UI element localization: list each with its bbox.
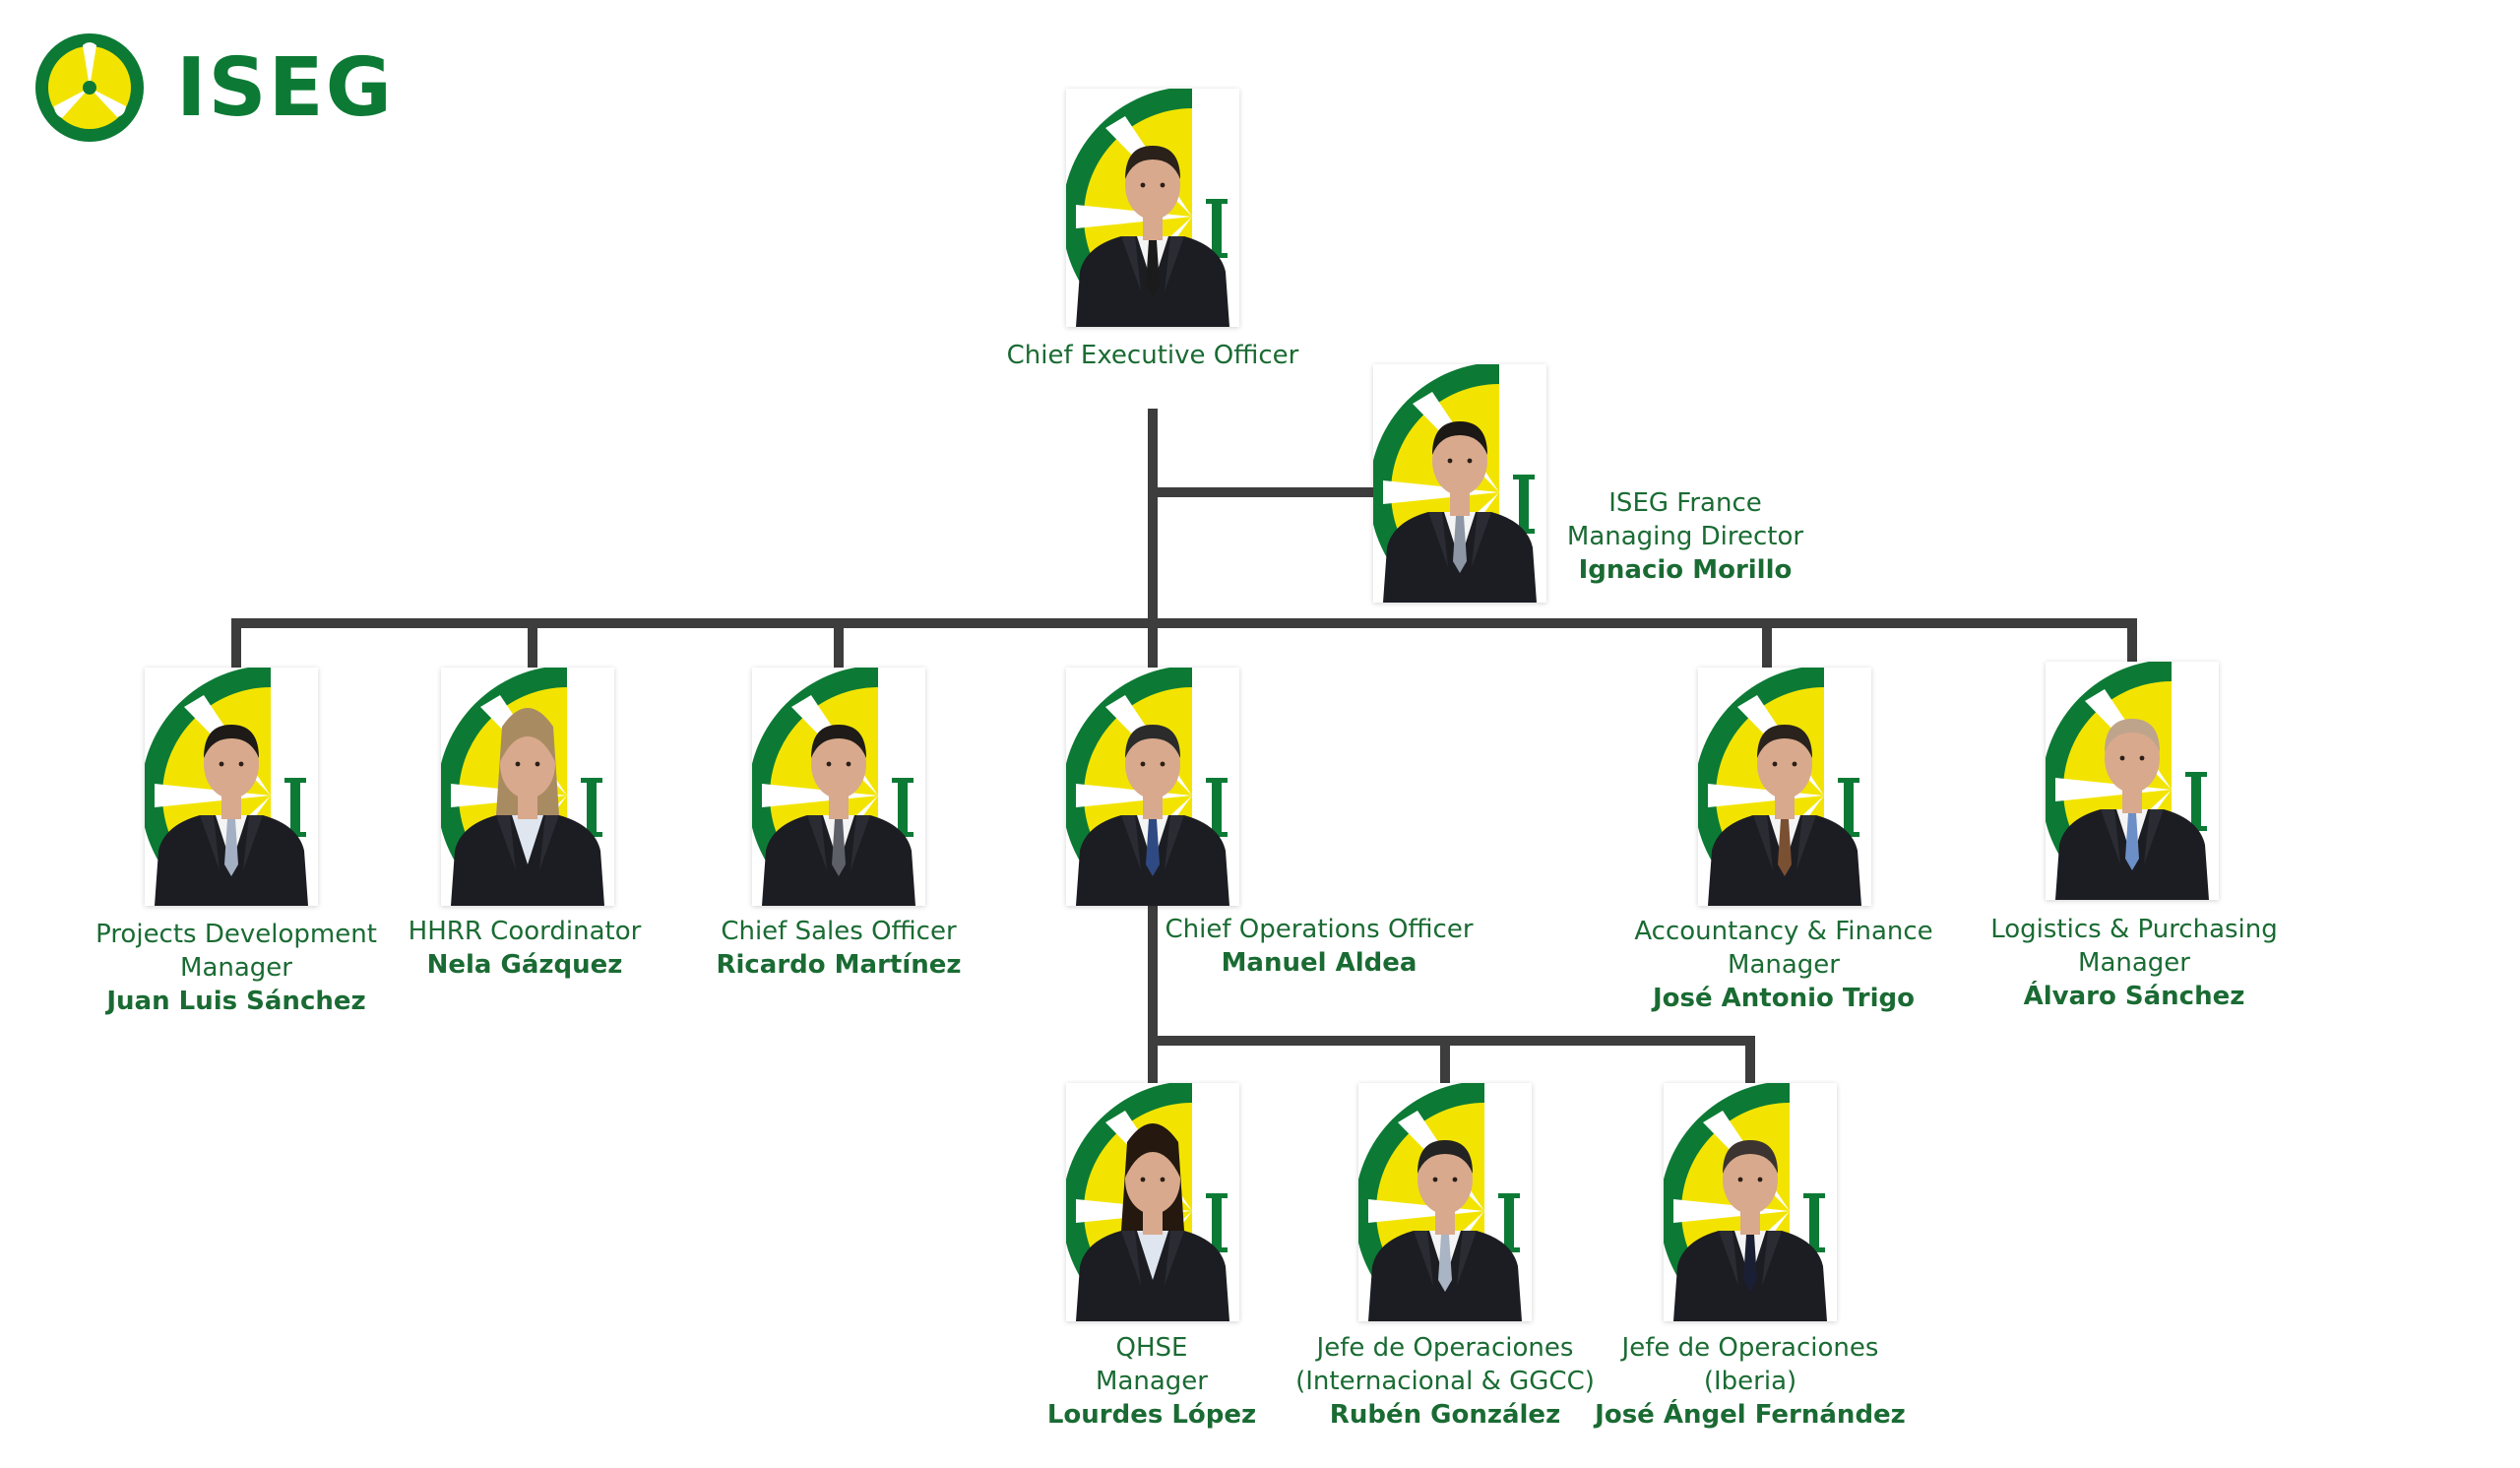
role-title: Jefe de Operaciones bbox=[1621, 1333, 1879, 1363]
caption-ops-iberia: Jefe de Operaciones (Iberia) José Ángel Fe… bbox=[1583, 1331, 1918, 1432]
caption-ops-intl: Jefe de Operaciones (Internacional & GGCC… bbox=[1278, 1331, 1612, 1432]
caption-ceo: Chief Executive Officer bbox=[985, 339, 1320, 372]
portrait-projects bbox=[145, 668, 318, 906]
role-title: QHSE bbox=[1115, 1333, 1188, 1363]
person-name: Rubén González bbox=[1329, 1400, 1561, 1430]
iseg-logo-icon bbox=[35, 33, 144, 142]
person-silhouette bbox=[1383, 421, 1537, 603]
portrait-ops-intl bbox=[1358, 1083, 1532, 1321]
portrait-qhse bbox=[1066, 1083, 1239, 1321]
person-name: Ricardo Martínez bbox=[716, 950, 962, 980]
role-title: Logistics & Purchasing bbox=[1990, 915, 2278, 944]
role-title: Projects Development bbox=[95, 920, 377, 949]
role-title: Chief Sales Officer bbox=[721, 917, 957, 946]
role-title: ISEG France bbox=[1608, 488, 1762, 518]
portrait-hhrr bbox=[441, 668, 614, 906]
person-name: José Antonio Trigo bbox=[1652, 984, 1916, 1013]
role-title: Manager bbox=[1728, 950, 1840, 980]
person-name: Álvaro Sánchez bbox=[2023, 982, 2245, 1011]
iseg-logo: ISEG bbox=[33, 32, 392, 146]
portrait-ops-iberia bbox=[1664, 1083, 1837, 1321]
portrait-france-md bbox=[1373, 364, 1546, 603]
role-title: Manager bbox=[1096, 1367, 1208, 1396]
role-title: Chief Operations Officer bbox=[1165, 915, 1474, 944]
portrait-logistics bbox=[2046, 662, 2219, 900]
person-silhouette bbox=[762, 725, 915, 906]
person-name: Ignacio Morillo bbox=[1578, 555, 1793, 585]
portrait-cso bbox=[752, 668, 925, 906]
person-silhouette bbox=[1708, 725, 1861, 906]
role-title: Chief Executive Officer bbox=[1006, 341, 1299, 370]
person-silhouette bbox=[1076, 146, 1229, 327]
role-title: Manager bbox=[2078, 948, 2190, 978]
person-silhouette bbox=[451, 708, 604, 906]
person-silhouette bbox=[1673, 1140, 1827, 1321]
role-title: (Iberia) bbox=[1703, 1367, 1797, 1396]
portrait-ceo bbox=[1066, 89, 1239, 327]
person-name: Manuel Aldea bbox=[1221, 948, 1418, 978]
person-name: Lourdes López bbox=[1046, 1400, 1257, 1430]
role-title: (Internacional & GGCC) bbox=[1295, 1367, 1595, 1396]
person-name: Juan Luis Sánchez bbox=[106, 987, 366, 1016]
person-silhouette bbox=[155, 725, 308, 906]
portrait-coo bbox=[1066, 668, 1239, 906]
person-silhouette bbox=[2055, 719, 2209, 900]
role-title: Manager bbox=[180, 953, 292, 983]
role-title: HHRR Coordinator bbox=[408, 917, 642, 946]
portrait-finance bbox=[1698, 668, 1871, 906]
role-title: Accountancy & Finance bbox=[1634, 917, 1933, 946]
person-name: Nela Gázquez bbox=[426, 950, 623, 980]
role-title: Managing Director bbox=[1566, 522, 1804, 551]
person-silhouette bbox=[1076, 1123, 1229, 1321]
person-silhouette bbox=[1076, 725, 1229, 906]
person-name: José Ángel Fernández bbox=[1595, 1400, 1906, 1430]
person-silhouette bbox=[1368, 1140, 1522, 1321]
role-title: Jefe de Operaciones bbox=[1316, 1333, 1574, 1363]
iseg-logo-wordmark: ISEG bbox=[176, 41, 394, 135]
